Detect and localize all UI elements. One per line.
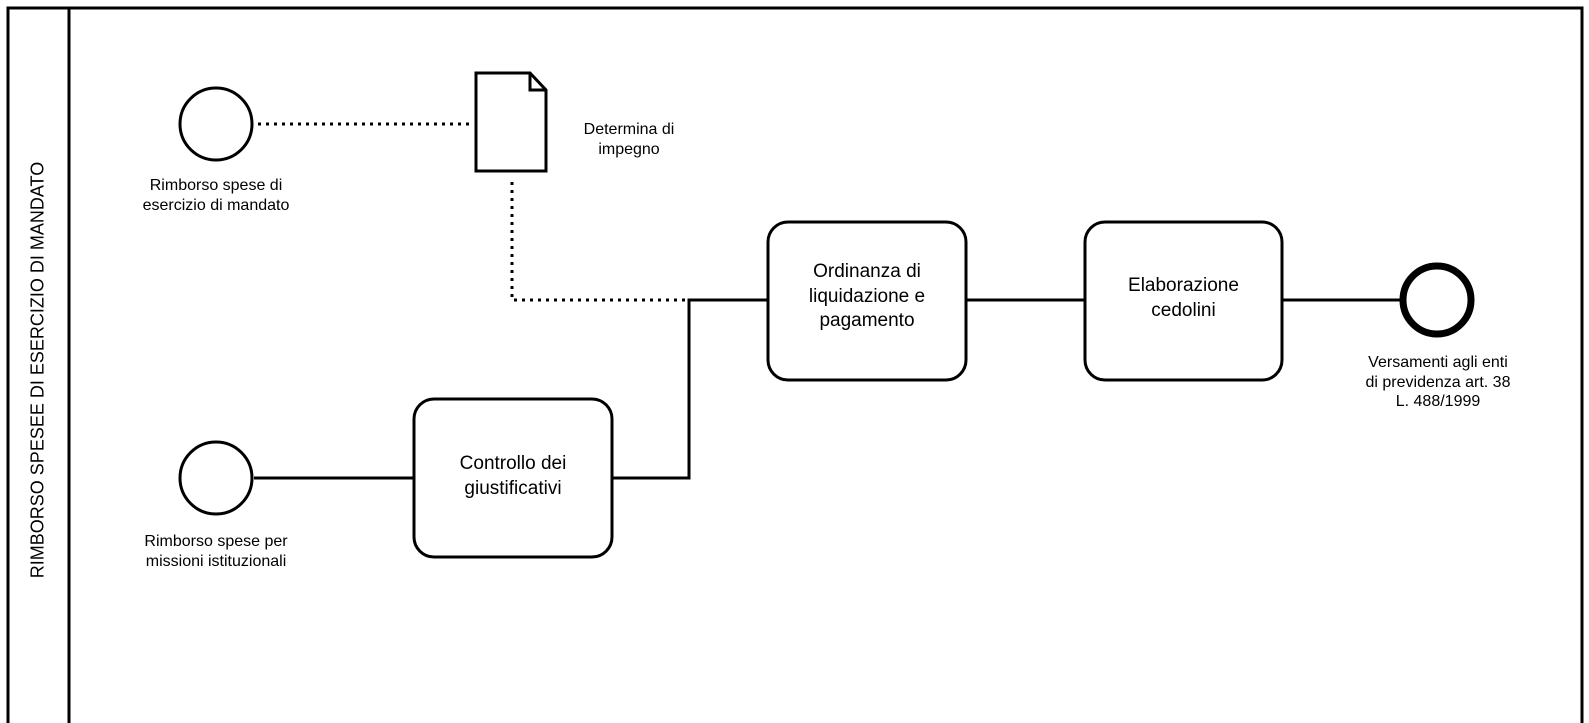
- end-event-pension: [1399, 262, 1475, 338]
- start-event-mandate-label: Rimborso spese di esercizio di mandato: [142, 177, 290, 214]
- start-event-mandate: [178, 86, 254, 162]
- pool-title: RIMBORSO SPESEE DI ESERCIZIO DI MANDATO: [27, 161, 48, 579]
- task-payroll-label: Elaborazione cedolini: [1128, 275, 1239, 321]
- start-event-missions: [178, 440, 254, 516]
- task-control-label: Controllo dei giustificativi: [459, 453, 567, 499]
- pool-frame: [6, 6, 1584, 723]
- task-control: [412, 397, 614, 559]
- task-ordinance: [766, 220, 968, 382]
- task-payroll: [1083, 220, 1284, 382]
- start-event-missions-label: Rimborso spese per missioni istituzional…: [144, 533, 288, 570]
- flow-control-to-ordinance: [612, 298, 768, 480]
- task-ordinance-label: Ordinanza di liquidazione e pagamento: [808, 261, 926, 332]
- data-object-document-icon: [474, 71, 548, 173]
- end-event-pension-label: Versamenti agli enti di previdenza art. …: [1365, 354, 1511, 411]
- data-object-fold: [528, 73, 546, 92]
- data-object-label: Determina di impegno: [583, 121, 675, 158]
- association-document-to-ordinance: [510, 182, 768, 302]
